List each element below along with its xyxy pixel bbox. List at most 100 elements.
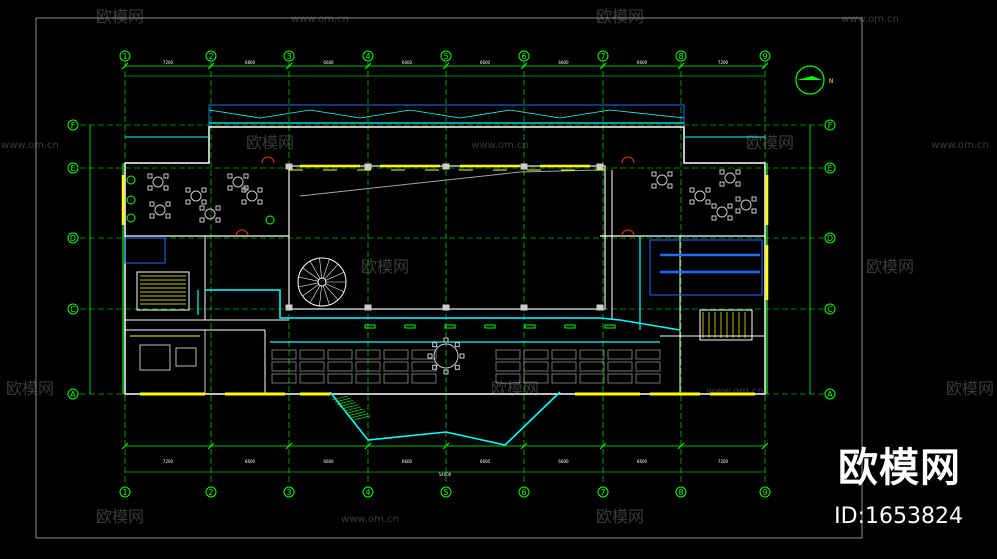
- lounge-table-chair: [727, 215, 733, 221]
- office-desk: [607, 373, 633, 384]
- office-desk: [635, 361, 661, 372]
- grid-label-left: F: [71, 121, 76, 130]
- grid-bubble-top: [362, 50, 374, 62]
- grid-bubble-right: [824, 303, 836, 315]
- planter: [126, 213, 136, 223]
- spiral-stair-tread: [302, 284, 319, 297]
- lounge-table-chair: [719, 181, 725, 187]
- entrance-ramp-outline: [329, 391, 561, 446]
- lounge-table-chair: [667, 183, 673, 189]
- dim-tick: [207, 442, 215, 450]
- lounge-table: [724, 172, 736, 184]
- dim-tick: [761, 442, 769, 450]
- column: [364, 163, 372, 170]
- meeting-chair: [454, 342, 460, 348]
- grid-label-top: 1: [122, 52, 127, 61]
- atrium-skylight-line: [299, 169, 601, 197]
- lounge-table-chair: [651, 171, 657, 177]
- lounge-table-chair: [689, 187, 695, 193]
- dim-tick: [520, 62, 528, 70]
- door-swing: [241, 229, 249, 237]
- lounge-table: [246, 190, 258, 202]
- column: [285, 304, 293, 311]
- image-id-label: ID:1653824: [834, 504, 963, 529]
- dim-text-bottom: 7200: [163, 459, 174, 464]
- dim-text-bottom: 6600: [402, 459, 413, 464]
- dim-text-total: 54000: [439, 472, 452, 477]
- column: [364, 304, 372, 311]
- building-outer-wall: [124, 126, 766, 395]
- office-desk: [355, 373, 381, 384]
- dim-text-top: 6600: [323, 60, 334, 65]
- lounge-table: [694, 190, 706, 202]
- lounge-table-chair: [689, 199, 695, 205]
- lounge-table-chair: [751, 208, 757, 214]
- spiral-stair-tread: [325, 283, 345, 293]
- door-swing: [627, 156, 635, 164]
- entrance-step: [331, 395, 349, 401]
- entrance-step: [334, 397, 351, 403]
- spiral-stair-tread: [322, 285, 330, 305]
- planter: [265, 215, 275, 225]
- grid-label-bottom: 5: [443, 488, 448, 497]
- office-desk: [299, 349, 325, 360]
- dim-tick: [364, 62, 372, 70]
- watermark-text: 欧模网: [746, 133, 794, 152]
- lounge-table-chair: [227, 185, 233, 191]
- stair-right: [699, 309, 753, 341]
- office-desk: [607, 349, 633, 360]
- grid-label-top: 5: [443, 52, 448, 61]
- grid-label-right: A: [827, 390, 833, 399]
- grid-bubble-bottom: [119, 486, 131, 498]
- lounge-table-chair: [215, 205, 221, 211]
- office-desk: [523, 373, 549, 384]
- grid-bubble-left: [67, 119, 79, 131]
- watermark-text: www.om.cn: [341, 514, 399, 525]
- dim-tick: [442, 62, 450, 70]
- spiral-stair-tread: [309, 261, 321, 279]
- lounge-table: [152, 176, 164, 188]
- spiral-stair-tread: [324, 284, 339, 301]
- dim-tick: [121, 62, 129, 70]
- office-desk: [327, 349, 353, 360]
- grid-label-left: C: [70, 305, 76, 314]
- north-label: N: [829, 78, 834, 85]
- lounge-table: [232, 176, 244, 188]
- office-desk: [299, 373, 325, 384]
- watermark-text: www.om.cn: [1, 140, 59, 151]
- entrance-step: [351, 413, 369, 418]
- meeting-chair: [443, 337, 449, 343]
- lounge-table-chair: [149, 201, 155, 207]
- grid-bubble-right: [824, 388, 836, 400]
- entrance-step: [346, 408, 364, 414]
- door-swing: [627, 229, 635, 237]
- grid-label-bottom: 9: [762, 488, 767, 497]
- door-swing: [235, 229, 243, 237]
- office-desk: [579, 373, 605, 384]
- office-desk: [411, 361, 437, 372]
- lounge-table-chair: [165, 213, 171, 219]
- meeting-chair: [454, 364, 460, 370]
- grid-bubble-bottom: [362, 486, 374, 498]
- lounge-table: [716, 206, 728, 218]
- grid-bubble-top: [440, 50, 452, 62]
- office-desk: [551, 373, 577, 384]
- watermark-text: 欧模网: [866, 257, 914, 276]
- grid-bubble-top: [759, 50, 771, 62]
- dim-text-bottom: 7200: [718, 459, 729, 464]
- paper-border: [35, 17, 863, 539]
- lounge-table-chair: [257, 199, 263, 205]
- spiral-stair-tread: [298, 282, 319, 288]
- roof-zigzag: [208, 109, 685, 119]
- office-desk: [355, 349, 381, 360]
- grid-label-left: E: [70, 164, 75, 173]
- office-desk: [495, 361, 521, 372]
- north-arrow-circle: [795, 65, 825, 95]
- dim-tick: [599, 62, 607, 70]
- lounge-table-chair: [201, 187, 207, 193]
- office-desk: [355, 361, 381, 372]
- grid-label-bottom: 1: [122, 488, 127, 497]
- lounge-table-chair: [227, 173, 233, 179]
- grid-bubble-left: [67, 388, 79, 400]
